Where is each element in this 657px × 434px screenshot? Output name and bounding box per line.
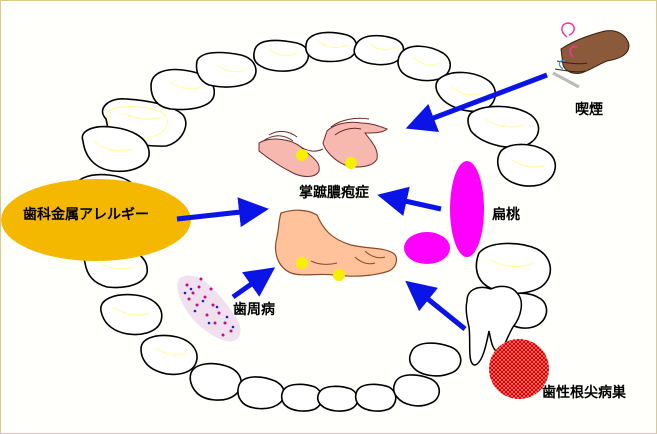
label-apical-lesion: 歯性根尖病巣	[542, 385, 626, 401]
arrow-tonsil	[377, 186, 442, 216]
label-tonsil: 扁桃	[492, 207, 520, 223]
palms-icon	[258, 117, 388, 177]
arrow-smoking	[405, 72, 548, 132]
tonsil-shape-small	[404, 232, 450, 264]
label-dental-metal-allergy: 歯科金属アレルギー	[23, 207, 149, 223]
arrow-perio	[231, 267, 276, 300]
dental-metal-allergy-ellipse	[1, 179, 191, 261]
apical-lesion-circle	[489, 339, 549, 399]
tooth-detail-lines	[86, 40, 546, 356]
label-periodontal-disease: 歯周病	[233, 302, 275, 318]
label-smoking: 喫煙	[575, 102, 603, 118]
upper-dental-arch	[101, 31, 540, 149]
right-dental-arch	[475, 143, 557, 329]
tonsil-shape	[450, 161, 484, 257]
gum-plaque-icon	[177, 275, 241, 342]
arrow-allergy	[176, 197, 269, 228]
arrow-apical	[405, 280, 467, 331]
foot-icon	[274, 209, 398, 281]
hand-with-cigarette-icon	[552, 22, 630, 89]
causal-arrows	[176, 72, 548, 331]
label-palmoplantar-pustulosis: 掌蹠膿疱症	[299, 185, 369, 201]
lower-dental-arch	[189, 342, 462, 412]
